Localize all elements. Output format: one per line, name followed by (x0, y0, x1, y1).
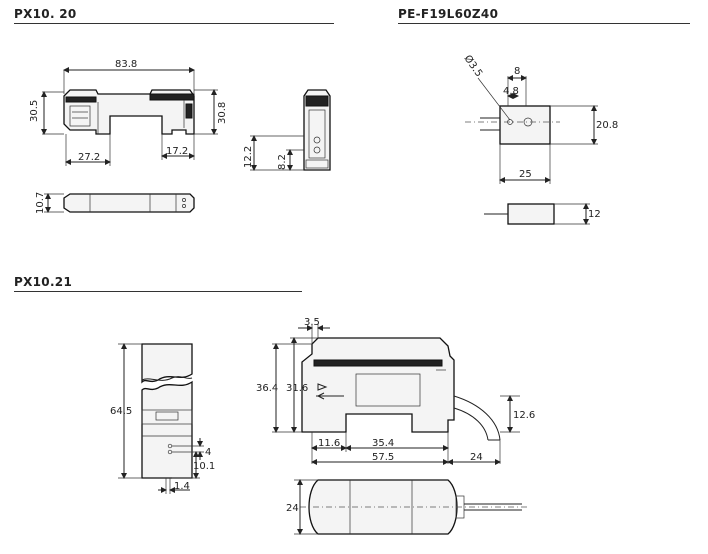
px1020-front-view (63, 89, 195, 135)
px1021-front-view (301, 337, 501, 441)
dim-pe-12: 12 (588, 209, 601, 220)
dim-px1021-116: 11.6 (318, 438, 340, 449)
dim-px1020-side-b: 8.2 (277, 154, 288, 170)
dim-px1021-14: 1.4 (174, 481, 190, 492)
dim-px1021-24a: 24 (470, 452, 483, 463)
dim-px1020-left-height: 30.5 (29, 100, 40, 122)
dim-px1021-126: 12.6 (513, 410, 535, 421)
dim-px1021-316: 31.6 (286, 383, 308, 394)
dim-pe-25: 25 (519, 169, 532, 180)
dim-pe-48: 4.8 (503, 86, 519, 97)
dim-px1020-side-a: 12.2 (243, 146, 254, 168)
dim-px1021-101: 10.1 (193, 461, 215, 472)
dim-pe-hole: Ø3.5 (462, 53, 485, 79)
section-title-px1020: PX10. 20 (14, 7, 77, 21)
px1021-bottom-view (300, 479, 530, 535)
px1021-end-view (141, 343, 193, 479)
dim-px1021-35: 3.5 (304, 317, 320, 328)
dim-px1021-575: 57.5 (372, 452, 394, 463)
px1020-side-view (303, 89, 331, 171)
dim-pe-208: 20.8 (596, 120, 618, 131)
dim-px1021-354: 35.4 (372, 438, 394, 449)
section-rule-px1020 (14, 23, 334, 24)
section-title-pe-f19: PE-F19L60Z40 (398, 7, 499, 21)
dim-px1021-4: 4 (205, 447, 211, 458)
dim-px1020-width: 83.8 (115, 59, 137, 70)
dim-px1020-depth: 17.2 (166, 146, 188, 157)
dim-px1020-right-height: 30.8 (217, 102, 228, 124)
pe-f19-front-view (465, 105, 560, 145)
dim-px1021-height: 64.5 (110, 406, 132, 417)
dim-px1020-thickness: 10.7 (35, 192, 46, 214)
dim-px1020-mount: 27.2 (78, 152, 100, 163)
dim-px1021-24b: 24 (286, 503, 299, 514)
pe-f19-side-view (484, 203, 555, 225)
section-rule-px1021 (14, 291, 302, 292)
dim-px1021-364: 36.4 (256, 383, 278, 394)
section-title-px1021: PX10.21 (14, 275, 73, 289)
dim-pe-8: 8 (514, 66, 520, 77)
px1020-bottom-view (63, 193, 195, 213)
section-rule-pe-f19 (398, 23, 690, 24)
